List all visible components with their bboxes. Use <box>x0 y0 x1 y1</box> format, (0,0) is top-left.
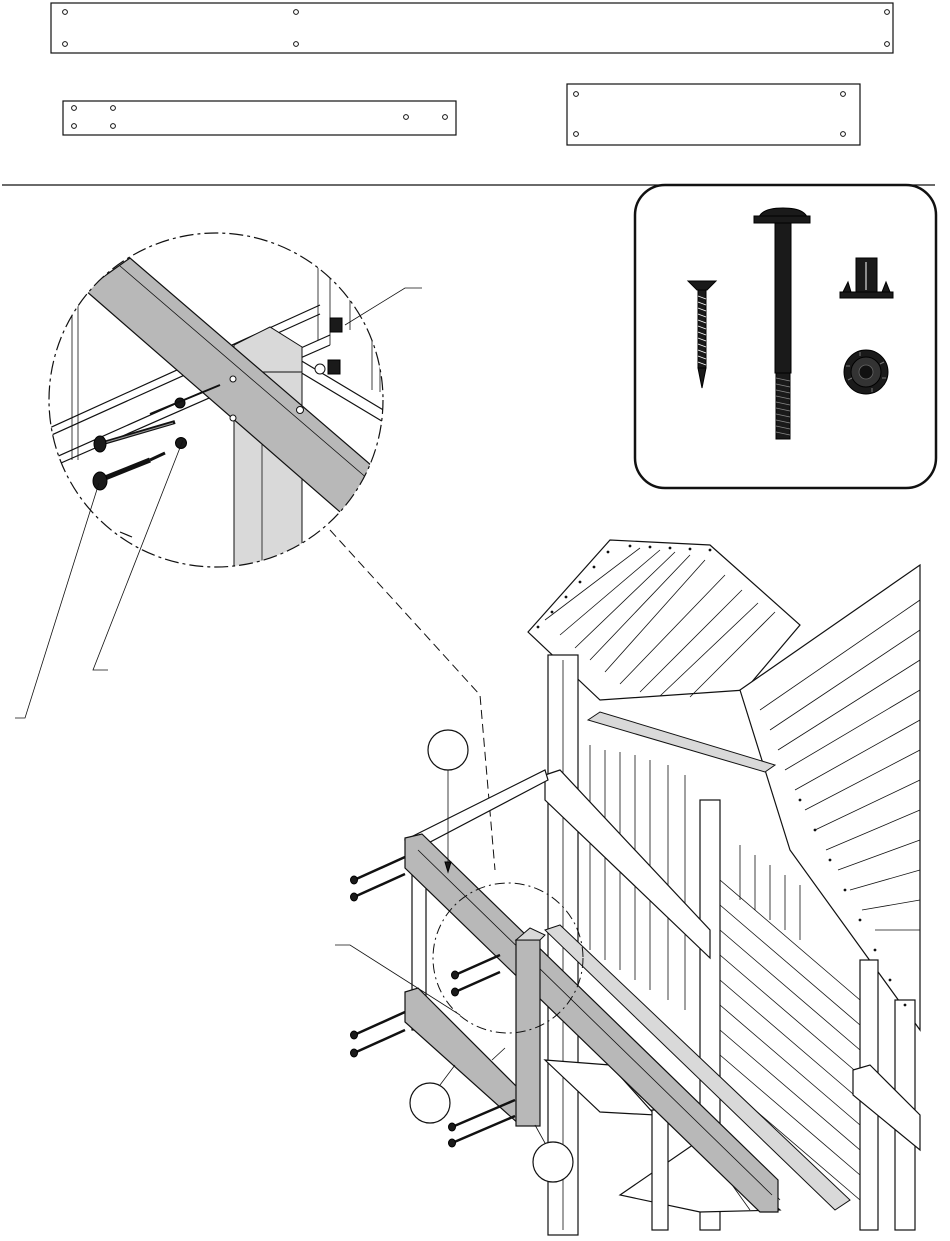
hardware-box <box>635 185 936 488</box>
lock-nut-icon <box>844 350 888 394</box>
board-short <box>567 84 860 145</box>
bolt-set-lower <box>351 1012 406 1057</box>
detail-view <box>15 230 495 870</box>
callout-2 <box>410 1065 455 1123</box>
board-medium <box>63 101 456 135</box>
playhouse-illustration <box>335 540 920 1235</box>
bolt-set-middle <box>452 955 501 996</box>
board-long <box>51 3 893 53</box>
bolt-set-upper <box>351 857 406 901</box>
